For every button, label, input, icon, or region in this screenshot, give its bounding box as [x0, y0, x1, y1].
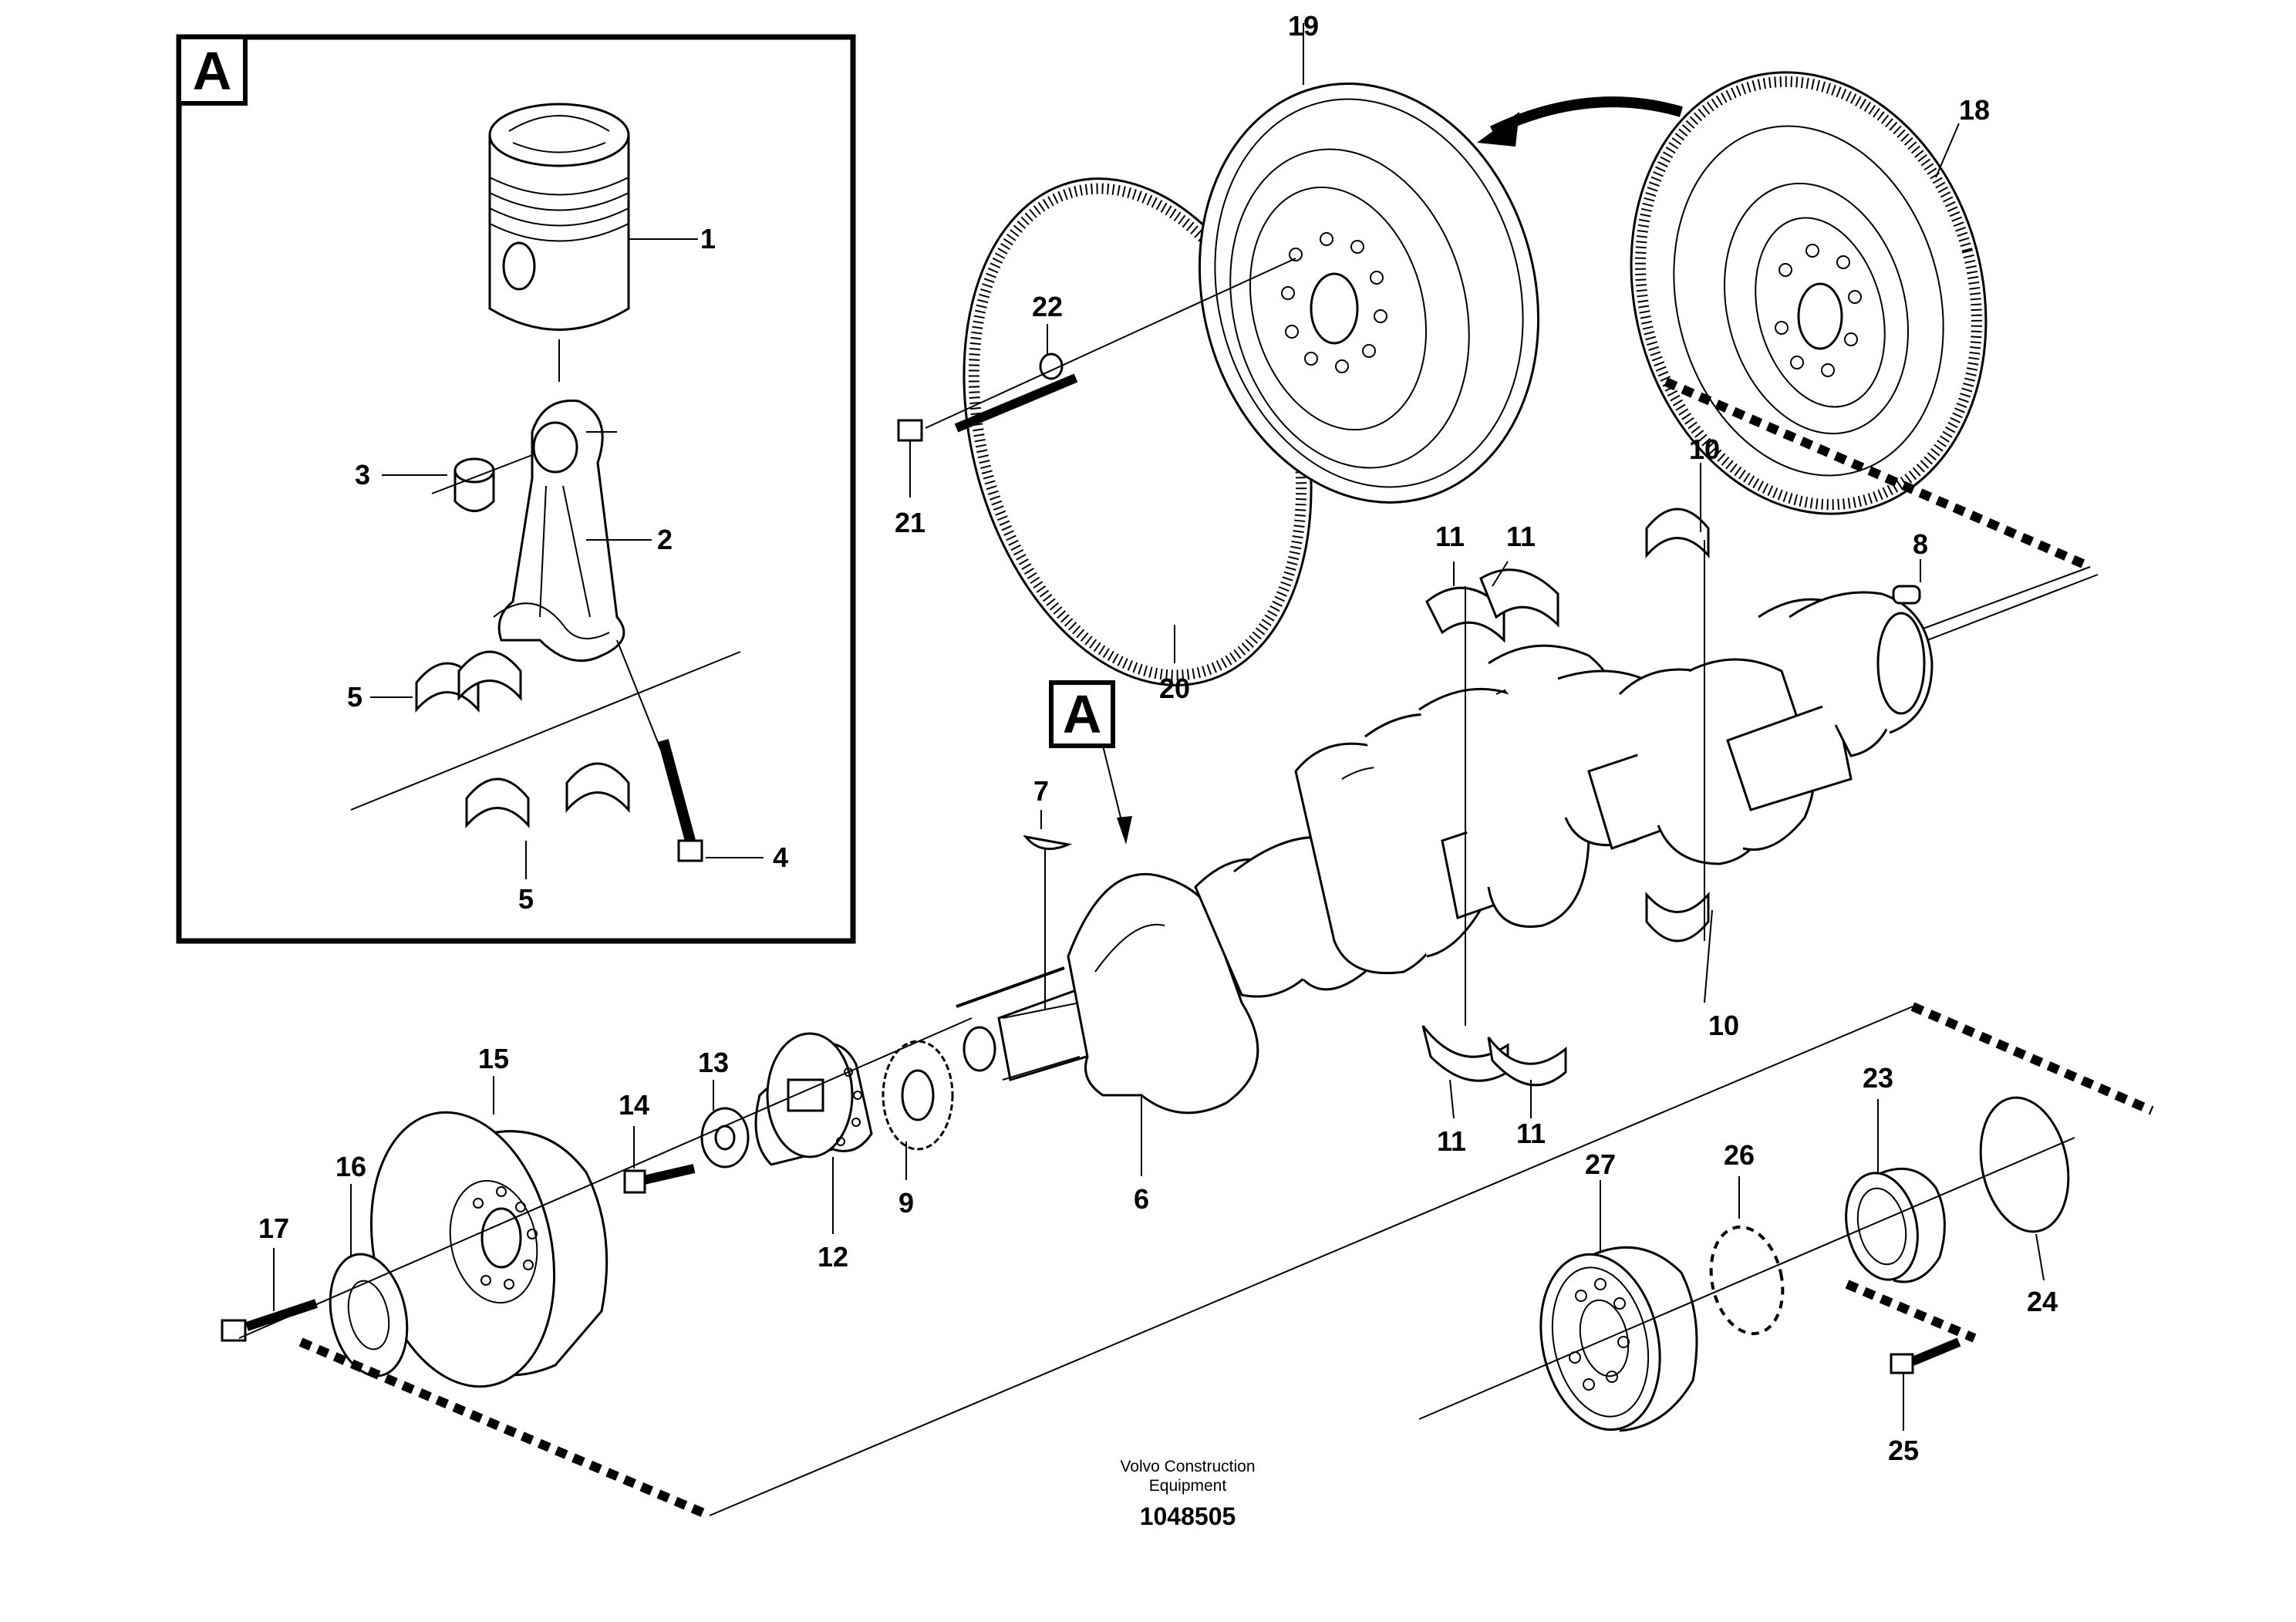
o-ring — [1979, 1096, 2070, 1233]
callout-27: 27 — [1585, 1148, 1616, 1180]
pulley-hub — [1845, 1167, 1946, 1283]
publisher-line-2: Equipment — [1149, 1477, 1227, 1495]
callout-8: 8 — [1913, 528, 1928, 560]
detail-a-label: A — [193, 41, 232, 101]
callout-21: 21 — [895, 507, 925, 538]
callout-25: 25 — [1888, 1435, 1919, 1466]
crankshaft-hub — [754, 1032, 873, 1166]
dashed-connector-pulley — [1845, 1280, 1977, 1343]
callout-10-upper: 10 — [1689, 433, 1720, 465]
callout-11-top-left: 11 — [1435, 521, 1465, 552]
hub-washer — [700, 1107, 750, 1168]
swap-arrow — [1489, 96, 1683, 137]
thrust-shell-lower — [1645, 893, 1710, 943]
dowel-pin — [1892, 585, 1921, 605]
callout-17: 17 — [258, 1212, 289, 1244]
callout-5-upper: 5 — [347, 681, 362, 713]
damper-bolt — [221, 1299, 318, 1342]
callout-15: 15 — [478, 1043, 509, 1074]
callout-19: 19 — [1288, 10, 1319, 42]
callout-5-lower: 5 — [518, 883, 534, 915]
callout-3: 3 — [355, 459, 370, 491]
rod-bolt — [616, 639, 703, 862]
callout-14: 14 — [619, 1089, 649, 1121]
pulley-bolt — [1890, 1337, 1961, 1374]
detail-a-callout-box — [1049, 680, 1115, 748]
callout-16: 16 — [335, 1151, 366, 1182]
hub-bolt — [623, 1164, 696, 1194]
drawing-number: 1048505 — [1140, 1502, 1236, 1530]
callout-6: 6 — [1134, 1183, 1149, 1215]
callout-24: 24 — [2027, 1286, 2058, 1317]
thrust-shell-upper — [1645, 508, 1710, 557]
callout-7: 7 — [1033, 775, 1049, 807]
crankshaft — [956, 574, 2099, 1114]
callout-18: 18 — [1959, 94, 1990, 126]
rear-axis-line — [1418, 1137, 2075, 1420]
rod-cap-lower — [565, 762, 630, 811]
lock-plate — [1709, 1225, 1785, 1336]
callout-2: 2 — [657, 524, 673, 555]
detail-a-box: A — [176, 34, 856, 944]
belt-pulley — [1539, 1246, 1698, 1432]
callout-13: 13 — [698, 1047, 729, 1078]
dashed-connector-rear — [1910, 1002, 2154, 1115]
callout-4: 4 — [773, 841, 788, 873]
callout-1: 1 — [700, 223, 716, 255]
vibration-damper — [369, 1111, 609, 1388]
callout-20: 20 — [1159, 673, 1190, 704]
callout-22: 22 — [1032, 291, 1063, 322]
connecting-rod — [493, 400, 625, 663]
piston — [488, 103, 630, 382]
callout-23: 23 — [1863, 1062, 1893, 1094]
callout-12: 12 — [818, 1241, 848, 1273]
callout-11-bottom-left: 11 — [1437, 1125, 1466, 1157]
rod-bearing-shell-lower — [465, 777, 530, 827]
pin-bushing — [431, 454, 533, 512]
front-axis-line — [238, 1017, 973, 1339]
flywheel — [1198, 83, 1540, 504]
thrust-washers-upper — [1425, 568, 1559, 643]
callout-10-lower: 10 — [1708, 1010, 1739, 1041]
spacer-plate — [329, 1253, 409, 1378]
callout-11-top-right: 11 — [1506, 521, 1536, 552]
detail-a-callout-label: A — [1063, 684, 1102, 744]
callout-9: 9 — [899, 1187, 914, 1219]
woodruff-key — [1023, 835, 1073, 851]
dashed-connector-flywheel — [1664, 377, 2092, 572]
callout-11-bottom-right: 11 — [1516, 1118, 1546, 1149]
publisher-line-1: Volvo Construction — [1120, 1458, 1255, 1475]
thrust-washers-lower — [1421, 1025, 1567, 1087]
callout-26: 26 — [1724, 1139, 1755, 1171]
flywheel-bolt-holes — [1281, 232, 1387, 373]
crankshaft-gear — [882, 1040, 954, 1151]
footer: Volvo Construction Equipment 1048505 — [1120, 1458, 1255, 1530]
